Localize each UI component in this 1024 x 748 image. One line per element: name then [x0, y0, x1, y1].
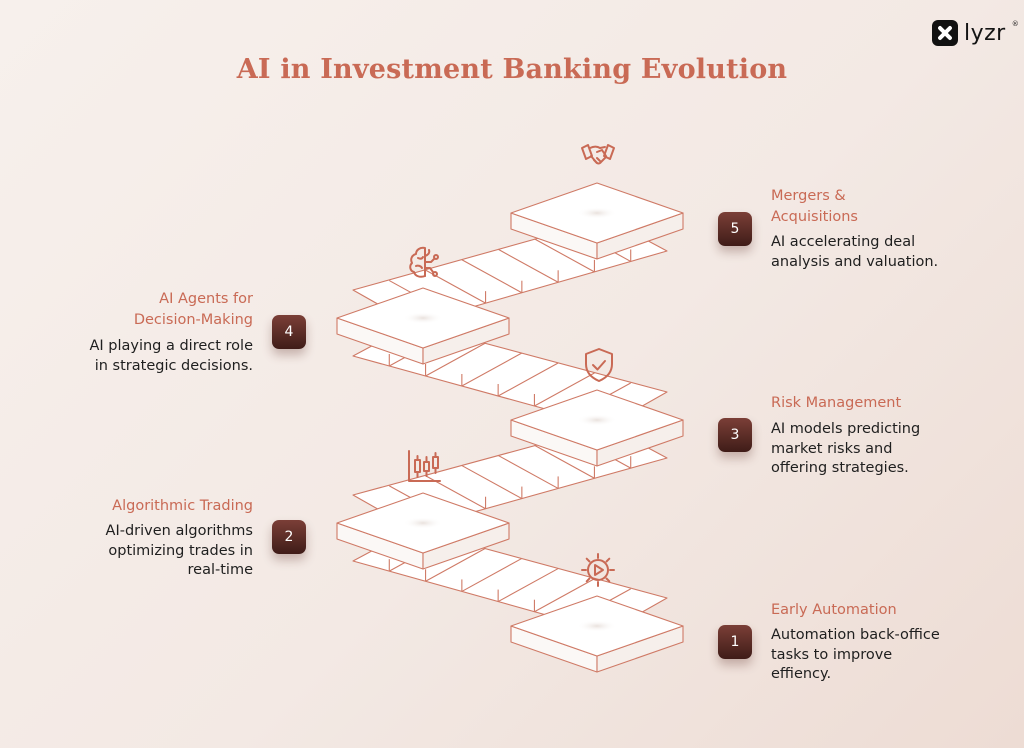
landing-5-shadow [577, 207, 617, 219]
stair-edge [534, 578, 595, 613]
landing-3-shadow [577, 414, 617, 426]
brand-logo: lyzr ® [932, 20, 1019, 46]
stage-1-title: Early Automation [771, 602, 897, 618]
shield-check-icon [585, 348, 613, 382]
stage-4-description: AI playing a direct role in strategic de… [89, 338, 253, 374]
stair-edge [425, 547, 486, 582]
landing-4-shadow [403, 312, 443, 324]
stage-2-description: AI-driven algorithms optimizing trades i… [105, 523, 253, 578]
stair-edge [497, 568, 559, 603]
stage-2-badge: 2 [272, 520, 306, 554]
stair-edge [497, 454, 559, 489]
landing-2-shadow [403, 517, 443, 529]
logo-mark-icon [932, 20, 958, 46]
landing-1-shadow [577, 620, 617, 632]
stair-edge [497, 248, 559, 283]
stage-5-title: Mergers & Acquisitions [771, 188, 858, 225]
stair-edge [461, 259, 523, 294]
stair-edge [461, 352, 523, 387]
stage-3-badge: 3 [718, 418, 752, 452]
brain-icon [409, 246, 439, 278]
stage-3-description: AI models predicting market risks and of… [771, 421, 921, 476]
stair-edge [425, 342, 486, 377]
handshake-icon [581, 144, 615, 165]
stair-edge [534, 372, 595, 407]
stage-5-description: AI accelerating deal analysis and valuat… [771, 234, 939, 270]
brand-name: lyzr [964, 20, 1006, 46]
stair-edge [497, 362, 559, 397]
stage-4-title: AI Agents for Decision-Making [133, 291, 253, 328]
stage-4-badge: 4 [272, 315, 306, 349]
page-title: AI in Investment Banking Evolution [236, 54, 788, 85]
stair-edge [461, 557, 523, 592]
stage-5-badge: 5 [718, 212, 752, 246]
candlestick-chart-icon [408, 450, 441, 482]
gear-play-icon [581, 553, 615, 587]
trademark-mark: ® [1011, 20, 1019, 28]
stage-2-title: Algorithmic Trading [112, 498, 253, 514]
stair-edge [534, 238, 595, 273]
stage-1-badge: 1 [718, 625, 752, 659]
stair-edge [534, 444, 595, 479]
stair-edge [461, 465, 523, 500]
stage-3-title: Risk Management [771, 395, 902, 411]
stage-1-description: Automation back-office tasks to improve … [771, 627, 940, 682]
